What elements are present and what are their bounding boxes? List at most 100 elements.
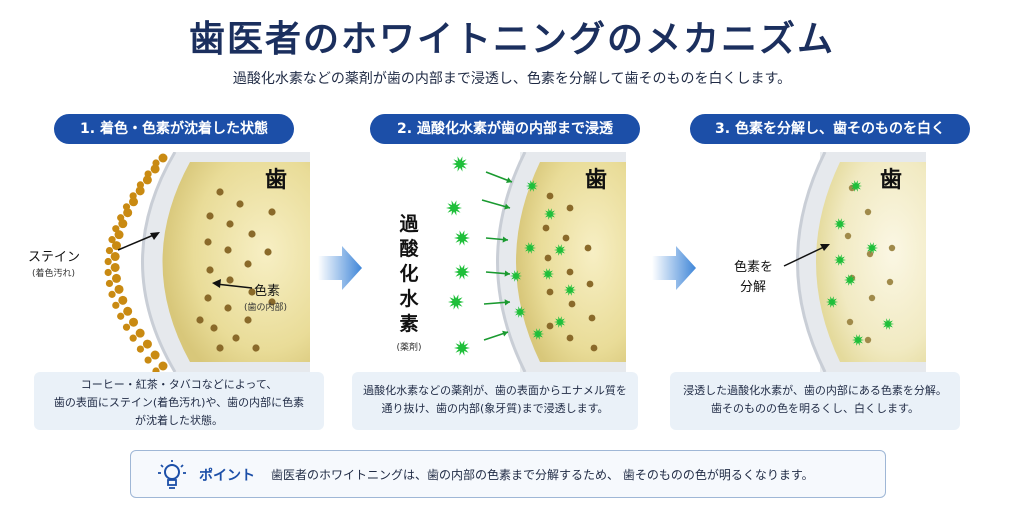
agent-particle (564, 284, 576, 296)
pigment-dot (268, 208, 276, 216)
step-1-pill: 1. 着色・色素が沈着した状態 (54, 114, 294, 144)
pigment-dot (568, 300, 576, 308)
stain-dot (144, 356, 152, 364)
pigment-dot (248, 288, 256, 296)
stain-dot (108, 236, 116, 244)
agent-particle (448, 294, 464, 310)
point-text: 歯医者のホワイトニングは、歯の内部の色素まで分解するため、 歯そのものの色が明る… (271, 468, 814, 482)
agent-sub-label: (薬剤) (396, 343, 422, 353)
pigment-dot (566, 268, 574, 276)
pigment-dot (226, 276, 234, 284)
stain-dot (135, 328, 145, 338)
step-2-caption: 過酸化水素などの薬剤が、歯の表面からエナメル質を 通り抜け、歯の内部(象牙質)ま… (352, 372, 638, 430)
stain-dot (112, 301, 120, 309)
pigment-dot (566, 334, 574, 342)
pigment-dot (226, 220, 234, 228)
agent-particle (554, 316, 566, 328)
stain-dot (114, 230, 124, 240)
agent-particle (510, 270, 522, 282)
stain-dot (142, 175, 152, 185)
agent-particle (554, 244, 566, 256)
pigment-dot (244, 260, 252, 268)
pigment-dot (216, 188, 224, 196)
stain-sub-label: (着色汚れ) (32, 269, 76, 279)
stain-dot (129, 317, 139, 327)
pigment-dot (584, 244, 592, 252)
agent-particle (524, 242, 536, 254)
stain-dot (122, 323, 131, 331)
pigment-dot (544, 254, 552, 262)
pigment-dot (244, 316, 252, 324)
stain-dot (111, 241, 121, 251)
pigment-dot (546, 288, 554, 296)
pigment-sub-label: (歯の内部) (244, 303, 288, 313)
progress-arrow-1 (318, 246, 362, 290)
pigment-dot (562, 234, 570, 242)
pigment-dot (206, 266, 214, 274)
pigment-dot (236, 200, 244, 208)
agent-particle (850, 180, 862, 192)
stain-dot (108, 290, 116, 298)
pigment-dot (542, 224, 550, 232)
faded-pigment-dot (866, 250, 874, 258)
penetration-arrow-head (502, 236, 508, 243)
agent-particle (834, 218, 846, 230)
agent-particles (446, 156, 598, 356)
pigment-dot (268, 298, 276, 306)
stain-dot (123, 306, 133, 316)
agent-particle (454, 340, 470, 356)
decompose-label-line1: 色素を (734, 260, 774, 275)
pigment-dot (546, 322, 554, 330)
pigment-dot (204, 238, 212, 246)
step-3-pill: 3. 色素を分解し、歯そのものを白く (690, 114, 970, 144)
point-label: ポイント (199, 468, 255, 484)
tooth-label: 歯 (585, 168, 608, 193)
agent-particle (826, 296, 838, 308)
stain-dot (135, 186, 145, 196)
pigment-dot (248, 230, 256, 238)
faded-pigment-dot (844, 232, 852, 240)
penetration-arrow-head (504, 203, 510, 210)
pigment-dot (590, 344, 598, 352)
decompose-label-line2: 分解 (740, 280, 767, 295)
faded-pigment-dot (864, 336, 872, 344)
pigment-dot (546, 192, 554, 200)
stain-dot (110, 262, 120, 272)
faded-pigment-dot (864, 208, 872, 216)
agent-particle (454, 230, 470, 246)
faded-pigment-dot (886, 278, 894, 286)
pigment-dot (210, 324, 218, 332)
pigment-dot (264, 248, 272, 256)
penetration-arrow-head (502, 330, 508, 337)
stain-dot (158, 153, 168, 163)
stain-dot (105, 279, 114, 288)
stain-dots (104, 153, 276, 372)
tooth-whitened-diagram (796, 152, 926, 372)
stain-dot (136, 345, 145, 353)
agent-particle (866, 242, 878, 254)
pigment-dot (224, 246, 232, 254)
pigment-dot (588, 314, 596, 322)
stain-dot (118, 219, 128, 229)
step-3-caption: 浸透した過酸化水素が、歯の内部にある色素を分解。 歯そのものの色を明るくし、白く… (670, 372, 960, 430)
faded-pigment-dot (868, 294, 876, 302)
pigment-label: 色素 (254, 284, 281, 299)
pigment-dot (196, 316, 204, 324)
pigment-dot (566, 204, 574, 212)
agent-particle (532, 328, 544, 340)
pigment-dot (252, 344, 260, 352)
stain-dot (104, 257, 112, 266)
stain-label: ステイン (28, 250, 81, 265)
step-1-caption: コーヒー・紅茶・タバコなどによって、 歯の表面にステイン(着色汚れ)や、歯の内部… (34, 372, 324, 430)
tooth-label: 歯 (265, 168, 288, 193)
stain-dot (105, 246, 114, 255)
pigment-dot (586, 280, 594, 288)
agent-particle (526, 180, 538, 192)
agent-particle (542, 268, 554, 280)
agent-particle (852, 334, 864, 346)
step-3-illustration: 歯 (740, 152, 926, 372)
agent-particle (452, 156, 468, 172)
pigment-dot (216, 344, 224, 352)
agent-particle (446, 200, 462, 216)
whiten-particles (826, 180, 896, 346)
